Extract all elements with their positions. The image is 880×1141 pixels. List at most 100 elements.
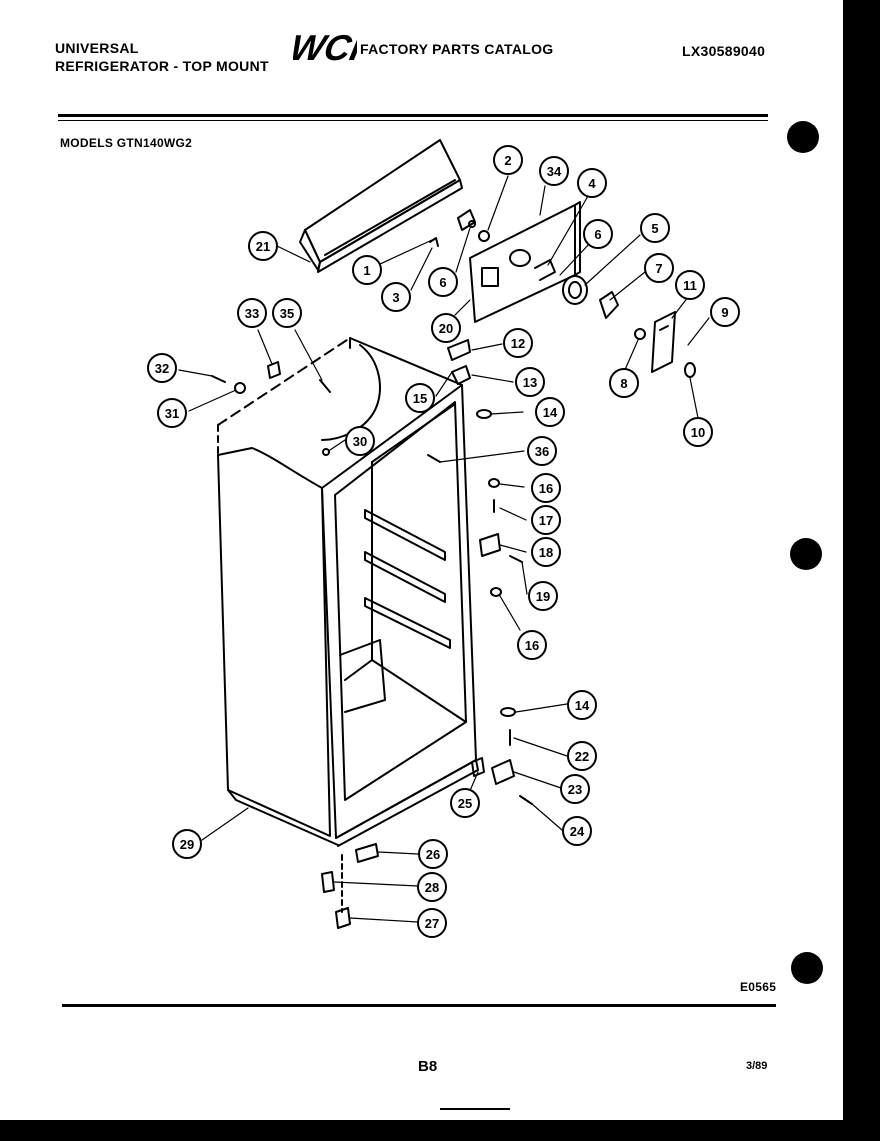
callout-number: 27: [425, 916, 439, 931]
callout-34: 34: [539, 156, 569, 186]
exploded-parts-diagram: 1234566789101112131414151616171819202122…: [147, 139, 740, 938]
callout-28: 28: [417, 872, 447, 902]
light-socket-part: [599, 291, 619, 319]
callout-circle: [417, 872, 447, 902]
catalog-title: FACTORY PARTS CATALOG: [360, 41, 554, 57]
callout-circle: [431, 313, 461, 343]
callout-circle: [248, 231, 278, 261]
callout-circle: [710, 297, 740, 327]
callout-number: 22: [575, 749, 589, 764]
callout-5: 5: [640, 213, 670, 243]
callout-number: 14: [575, 698, 590, 713]
callout-number: 12: [511, 336, 525, 351]
callout-number: 1: [363, 263, 370, 278]
callout-21: 21: [248, 231, 278, 261]
part-30-shape: [322, 448, 330, 456]
callout-number: 26: [426, 847, 440, 862]
callout-circle: [352, 255, 382, 285]
callout-19: 19: [528, 581, 558, 611]
part-36-shape: [427, 454, 441, 463]
binder-hole-top: [787, 121, 819, 153]
part-35-shape: [319, 379, 331, 393]
callout-number: 30: [353, 434, 367, 449]
callout-circle: [577, 168, 607, 198]
part-32-shape: [211, 375, 226, 383]
callout-17: 17: [531, 505, 561, 535]
drawing-code: E0565: [740, 980, 777, 994]
callout-circle: [562, 816, 592, 846]
callout-15: 15: [405, 383, 435, 413]
part-16-upper-shape: [488, 478, 500, 488]
callout-circle: [683, 417, 713, 447]
callout-14: 14: [535, 397, 565, 427]
part-6-shape: [468, 220, 476, 228]
callout-31: 31: [157, 398, 187, 428]
part-3-shape: [429, 237, 439, 247]
callout-6: 6: [428, 267, 458, 297]
callout-circle: [237, 298, 267, 328]
callout-number: 24: [570, 824, 585, 839]
header-rule: [58, 114, 768, 117]
callout-4: 4: [577, 168, 607, 198]
callout-number: 29: [180, 837, 194, 852]
callout-30: 30: [345, 426, 375, 456]
callout-24: 24: [562, 816, 592, 846]
callout-circle: [517, 630, 547, 660]
callout-circle: [418, 839, 448, 869]
callout-8: 8: [609, 368, 639, 398]
callout-14: 14: [567, 690, 597, 720]
callout-number: 15: [413, 391, 427, 406]
callout-number: 9: [721, 305, 728, 320]
part-10-shape: [684, 362, 696, 378]
catalog-page: UNIVERSAL REFRIGERATOR - TOP MOUNT WCI F…: [0, 0, 843, 1120]
callout-number: 33: [245, 306, 259, 321]
top-trim-part: [299, 139, 463, 273]
callout-26: 26: [418, 839, 448, 869]
callout-circle: [528, 581, 558, 611]
callout-2: 2: [493, 145, 523, 175]
wci-logo: WCI: [293, 28, 357, 68]
part-14-upper-shape: [476, 409, 492, 419]
callout-11: 11: [675, 270, 705, 300]
part-23-shape: [491, 759, 515, 785]
callout-number: 21: [256, 239, 270, 254]
callout-number: 7: [655, 261, 662, 276]
callout-29: 29: [172, 829, 202, 859]
part-25-shape: [471, 757, 485, 777]
callout-circle: [567, 690, 597, 720]
part-12-shape: [447, 339, 471, 361]
header-rule-thin: [58, 120, 768, 121]
callout-circle: [381, 282, 411, 312]
callout-circle: [531, 473, 561, 503]
thermostat-knob-part: [562, 275, 588, 305]
part-28-shape: [321, 871, 335, 893]
callout-circle: [675, 270, 705, 300]
callout-number: 31: [165, 406, 179, 421]
callout-number: 35: [280, 306, 294, 321]
callout-number: 23: [568, 782, 582, 797]
callout-circle: [172, 829, 202, 859]
binder-hole-middle: [790, 538, 822, 570]
footer-rule: [62, 1004, 776, 1007]
callout-circle: [583, 219, 613, 249]
callout-circle: [157, 398, 187, 428]
callout-33: 33: [237, 298, 267, 328]
callout-circle: [503, 328, 533, 358]
callout-35: 35: [272, 298, 302, 328]
callout-number: 6: [439, 275, 446, 290]
callout-9: 9: [710, 297, 740, 327]
callout-circle: [405, 383, 435, 413]
callout-number: 3: [392, 290, 399, 305]
switch-part: [651, 311, 676, 373]
page-bottom-mark: [440, 1108, 510, 1110]
callout-12: 12: [503, 328, 533, 358]
part-13-shape: [451, 365, 471, 385]
callout-10: 10: [683, 417, 713, 447]
refrigerator-cabinet: [217, 337, 479, 847]
brand-line-2: REFRIGERATOR - TOP MOUNT: [55, 58, 269, 74]
logo-text: WCI: [293, 28, 357, 68]
callout-circle: [527, 436, 557, 466]
callout-circle: [539, 156, 569, 186]
callout-circle: [450, 788, 480, 818]
part-8-shape: [634, 328, 646, 340]
